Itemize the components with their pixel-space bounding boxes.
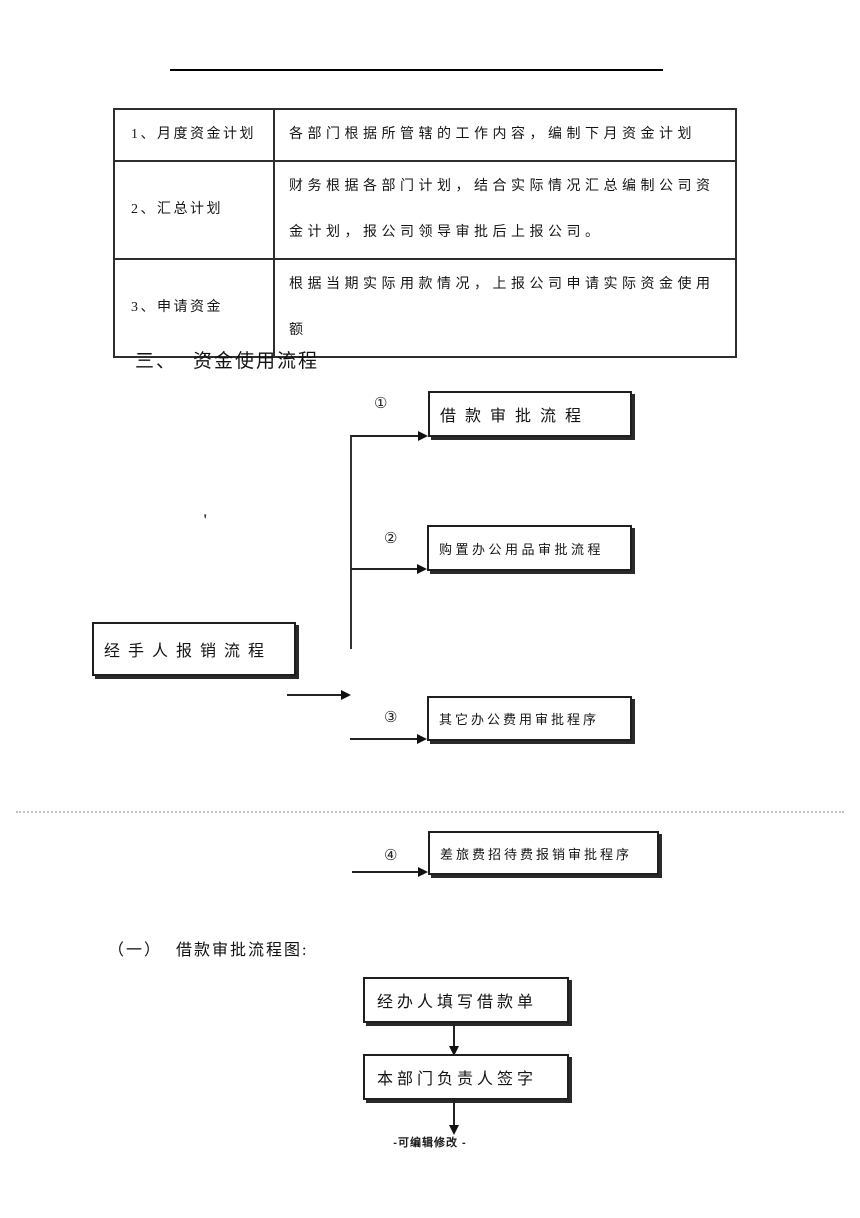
flow-box-label: 差旅费招待费报销审批程序 <box>440 846 633 862</box>
flow-box-handler-reimbursement: 经手人报销流程 <box>92 622 296 676</box>
circled-number-1: ① <box>374 396 388 412</box>
section-number: 三、 <box>135 351 178 372</box>
arrowhead-right-icon <box>341 690 351 700</box>
flow-box-travel-entertainment: 差旅费招待费报销审批程序 <box>428 831 659 875</box>
flow-box-label: 经手人报销流程 <box>104 643 273 660</box>
section-title: 资金使用流程 <box>193 351 320 372</box>
flow-box-loan-approval: 借款审批流程 <box>428 391 632 437</box>
connector-down-line-2 <box>453 1100 455 1126</box>
stray-tick-mark: ' <box>203 512 208 529</box>
flow-box-label: 本部门负责人签字 <box>377 1071 538 1088</box>
flow-box-label: 其它办公费用审批程序 <box>439 712 600 727</box>
page-break-dotted-line <box>16 811 844 813</box>
connector-line-1 <box>351 435 420 437</box>
table-row: 2、汇总计划 财务根据各部门计划，结合实际情况汇总编制公司资金计划，报公司领导审… <box>113 160 737 260</box>
flow-box-label: 购置办公用品审批流程 <box>439 541 605 557</box>
flow-box-office-supplies: 购置办公用品审批流程 <box>427 525 632 571</box>
flow-box-label: 借款审批流程 <box>440 408 591 425</box>
arrowhead-right-icon <box>418 867 428 877</box>
circled-number-4: ④ <box>384 848 398 864</box>
connector-line-source <box>287 694 342 696</box>
subsection-heading: （一） 借款审批流程图: <box>108 936 308 960</box>
circled-number-3: ③ <box>384 710 398 726</box>
connector-down-line-1 <box>453 1023 455 1047</box>
row-label: 3、申请资金 <box>113 258 275 358</box>
subsection-number: （一） <box>108 942 163 959</box>
connector-trunk-line <box>350 435 352 649</box>
circled-number-2: ② <box>384 531 398 547</box>
row-desc: 各部门根据所管辖的工作内容，编制下月资金计划 <box>273 108 737 162</box>
row-desc: 财务根据各部门计划，结合实际情况汇总编制公司资金计划，报公司领导审批后上报公司。 <box>273 160 737 260</box>
top-horizontal-rule <box>170 69 663 71</box>
table-row: 1、月度资金计划 各部门根据所管辖的工作内容，编制下月资金计划 <box>113 108 737 162</box>
row-label: 1、月度资金计划 <box>113 108 275 162</box>
subsection-title: 借款审批流程图: <box>176 942 309 959</box>
flow-box-label: 经办人填写借款单 <box>377 994 538 1011</box>
arrowhead-down-icon <box>449 1125 459 1135</box>
connector-line-3 <box>350 738 419 740</box>
row-desc: 根据当期实际用款情况，上报公司申请实际资金使用额 <box>273 258 737 358</box>
arrowhead-right-icon <box>417 734 427 744</box>
row-label: 2、汇总计划 <box>113 160 275 260</box>
arrowhead-right-icon <box>417 564 427 574</box>
arrowhead-right-icon <box>418 431 428 441</box>
table-row: 3、申请资金 根据当期实际用款情况，上报公司申请实际资金使用额 <box>113 258 737 358</box>
flow-box-other-office-expense: 其它办公费用审批程序 <box>427 696 632 741</box>
section-heading: 三、资金使用流程 <box>135 346 319 373</box>
connector-line-2 <box>351 568 419 570</box>
connector-line-4 <box>352 871 420 873</box>
footer-editable-note: -可编辑修改 - <box>393 1137 467 1149</box>
fund-plan-table: 1、月度资金计划 各部门根据所管辖的工作内容，编制下月资金计划 2、汇总计划 财… <box>113 108 737 358</box>
arrowhead-down-icon <box>449 1046 459 1056</box>
flow-box-dept-head-sign: 本部门负责人签字 <box>363 1054 569 1100</box>
flow-box-fill-loan-form: 经办人填写借款单 <box>363 977 569 1023</box>
